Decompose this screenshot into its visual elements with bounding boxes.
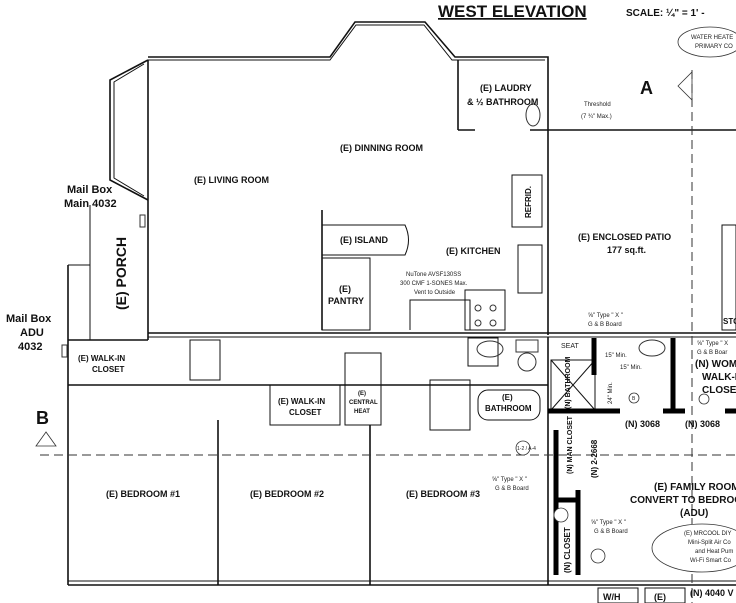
svg-text:Wi-Fi Smart Co: Wi-Fi Smart Co: [690, 558, 732, 564]
mailbox-main-label: Mail Box: [67, 184, 113, 196]
vent-note: 300 CMF 1-SONES Max.: [400, 281, 468, 287]
room-central-heat: HEAT: [354, 409, 370, 415]
room-womens-closet: CLOSE: [702, 385, 736, 396]
svg-text:B: B: [632, 396, 636, 402]
svg-text:(E) MRCOOL DIY: (E) MRCOOL DIY: [684, 531, 731, 537]
room-family: (E) FAMILY ROOM: [654, 482, 736, 493]
section-marker-b: B: [35, 408, 57, 447]
walls: [67, 21, 736, 603]
detail-reference-tags: 1-2 / A-4 B: [515, 392, 710, 564]
board-note: G & B Boar: [697, 350, 727, 356]
room-womens-closet: WALK-I: [702, 372, 736, 383]
board-note: ⅝" Type " X ": [588, 313, 623, 319]
water-heater-note: WATER HEATE PRIMARY CO: [677, 26, 736, 58]
stove-icon: [474, 304, 497, 327]
door-tag: (N) 3068: [625, 419, 660, 429]
room-dining: (E) DINNING ROOM: [340, 143, 423, 153]
room-laundry: (E) LAUDRY: [480, 83, 532, 93]
refrigerator-label: REFRID.: [524, 186, 533, 218]
sink-icon: [525, 103, 541, 127]
board-note: ⅝" Type " X: [697, 341, 728, 347]
drawing-title: WEST ELEVATION: [438, 2, 587, 21]
room-family: (ADU): [680, 508, 708, 519]
svg-text:B: B: [36, 408, 49, 428]
room-womens-closet: (N) WOM: [695, 359, 736, 370]
vent-note: NuTone AVSF130SS: [406, 272, 461, 278]
room-patio: (E) ENCLOSED PATIO: [578, 232, 671, 242]
window-tag: (N) 4040 V: [690, 588, 734, 598]
room-bathroom-n: (N) BATHROOM: [565, 356, 572, 409]
svg-text:A: A: [640, 78, 653, 98]
seat-label: SEAT: [561, 343, 579, 350]
svg-text:and Heat Pum: and Heat Pum: [695, 549, 733, 555]
board-note: ⅝" Type " X ": [591, 520, 626, 526]
room-bedroom-2: (E) BEDROOM #2: [250, 489, 324, 499]
board-note: G & B Board: [594, 529, 628, 535]
svg-text:PRIMARY CO: PRIMARY CO: [695, 44, 733, 50]
room-bathroom-e: BATHROOM: [485, 404, 532, 413]
room-bedroom-1: (E) BEDROOM #1: [106, 489, 180, 499]
room-walkin-closet: (E) WALK-IN: [278, 397, 325, 406]
mailbox-adu-label: ADU: [20, 327, 44, 339]
room-family: CONVERT TO BEDROO: [630, 495, 736, 506]
door-tag: (N) 3068: [685, 419, 720, 429]
toilet-icon: [515, 339, 539, 372]
clearance-note: 15" Min.: [620, 365, 642, 371]
room-walkin-closet: CLOSET: [92, 365, 125, 374]
svg-text:1-2 / A-4: 1-2 / A-4: [517, 446, 536, 452]
clearance-note: 15" Min.: [605, 353, 627, 359]
room-man-closet: (N) MAN CLOSET: [567, 415, 574, 474]
svg-text:Mini-Split Air Co: Mini-Split Air Co: [688, 540, 731, 546]
door-tag: (N) 2-2668: [590, 439, 599, 478]
svg-text:WATER HEATE: WATER HEATE: [691, 35, 733, 41]
room-pantry: PANTRY: [328, 296, 364, 306]
section-marker-a: A: [640, 71, 693, 101]
mailbox-adu-label: Mail Box: [6, 313, 52, 325]
mailbox-adu-label: 4032: [18, 341, 42, 353]
room-living: (E) LIVING ROOM: [194, 175, 269, 185]
drawing-scale: SCALE: ¼" = 1' -: [626, 8, 705, 19]
mailbox-main-icon: [139, 214, 146, 228]
room-pantry: (E): [339, 284, 351, 294]
sink-icon: [476, 339, 666, 358]
room-porch: (E) PORCH: [113, 237, 129, 310]
room-patio: 177 sq.ft.: [607, 245, 646, 255]
existing-label: (E): [654, 592, 666, 602]
room-central-heat: CENTRAL: [349, 400, 378, 406]
water-heater-label: W/H: [603, 592, 621, 602]
threshold-note: (7 ¾" Max.): [581, 114, 612, 120]
room-closet: (N) CLOSET: [563, 527, 572, 573]
room-laundry: & ½ BATHROOM: [467, 97, 538, 107]
room-bathroom-e: (E): [502, 393, 513, 402]
room-central-heat: (E): [358, 391, 366, 397]
board-note: ⅝" Type " X ": [492, 477, 527, 483]
threshold-note: Threshold: [584, 102, 611, 108]
mailbox-adu-icon: [61, 344, 68, 358]
room-bedroom-3: (E) BEDROOM #3: [406, 489, 480, 499]
vent-note: Vent to Outside: [414, 290, 456, 296]
room-walkin-closet: (E) WALK-IN: [78, 354, 125, 363]
storage-label: STO: [723, 317, 736, 326]
mailbox-main-label: Main 4032: [64, 198, 117, 210]
board-note: G & B Board: [495, 486, 529, 492]
room-kitchen: (E) KITCHEN: [446, 246, 501, 256]
room-walkin-closet: CLOSET: [289, 408, 322, 417]
clearance-note: 24" Min.: [608, 382, 614, 404]
room-island: (E) ISLAND: [340, 235, 388, 245]
board-note: G & B Board: [588, 322, 622, 328]
mrcool-note: (E) MRCOOL DIY Mini-Split Air Co and Hea…: [651, 523, 736, 573]
